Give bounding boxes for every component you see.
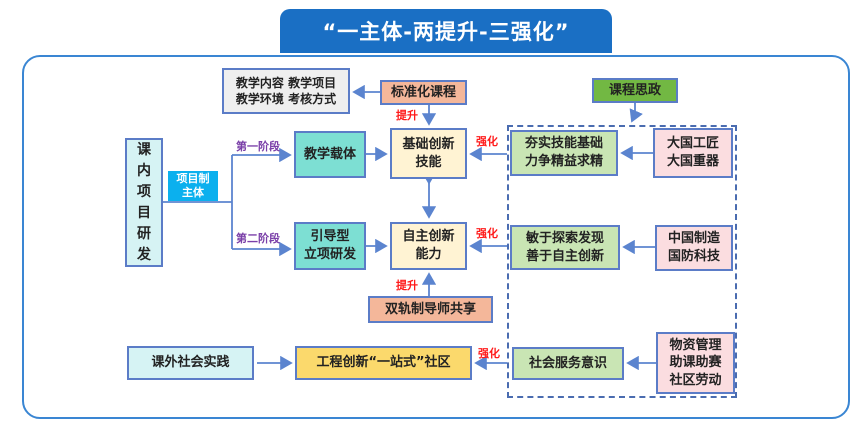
stage-one-label: 第一阶段 xyxy=(236,140,280,153)
explore-innovate-box: 敏于探索发现 善于自主创新 xyxy=(510,225,620,270)
project-subject-box: 项目制 主体 xyxy=(168,171,218,201)
in-class-project-box: 课 内 项 目 研 发 xyxy=(125,138,163,267)
independent-ability-box: 自主创新 能力 xyxy=(390,222,467,270)
strengthen-label-3: 强化 xyxy=(478,347,500,360)
one-stop-community-box: 工程创新“一站式”社区 xyxy=(295,346,472,380)
social-service-box: 社会服务意识 xyxy=(512,347,624,380)
arrow-ideology-to-group xyxy=(629,103,643,123)
enhance-label-bottom: 提升 xyxy=(396,279,418,292)
teaching-elements-box: 教学内容 教学项目 教学环境 考核方式 xyxy=(222,68,350,114)
guided-project-box: 引导型 立项研发 xyxy=(294,222,366,270)
outer-frame xyxy=(22,55,850,419)
enhance-label-top: 提升 xyxy=(396,109,418,122)
standard-course-box: 标准化课程 xyxy=(380,80,467,105)
strengthen-label-1: 强化 xyxy=(476,135,498,148)
social-practice-box: 课外社会实践 xyxy=(127,346,254,380)
teaching-carrier-box: 教学载体 xyxy=(294,131,366,178)
craftsman-box: 大国工匠 大国重器 xyxy=(653,128,733,178)
basic-skill-box: 基础创新 技能 xyxy=(390,128,467,179)
materials-management-box: 物资管理 助课助赛 社区劳动 xyxy=(656,332,735,394)
title-banner: “一主体-两提升-三强化” xyxy=(280,9,612,53)
dual-mentor-box: 双轨制导师共享 xyxy=(368,296,493,323)
ideology-course-box: 课程思政 xyxy=(592,78,678,103)
solid-skill-box: 夯实技能基础 力争精益求精 xyxy=(510,130,618,176)
made-in-china-box: 中国制造 国防科技 xyxy=(655,225,733,271)
stage-two-label: 第二阶段 xyxy=(236,232,280,245)
ideology-dashed-group xyxy=(507,125,737,398)
strengthen-label-2: 强化 xyxy=(476,227,498,240)
